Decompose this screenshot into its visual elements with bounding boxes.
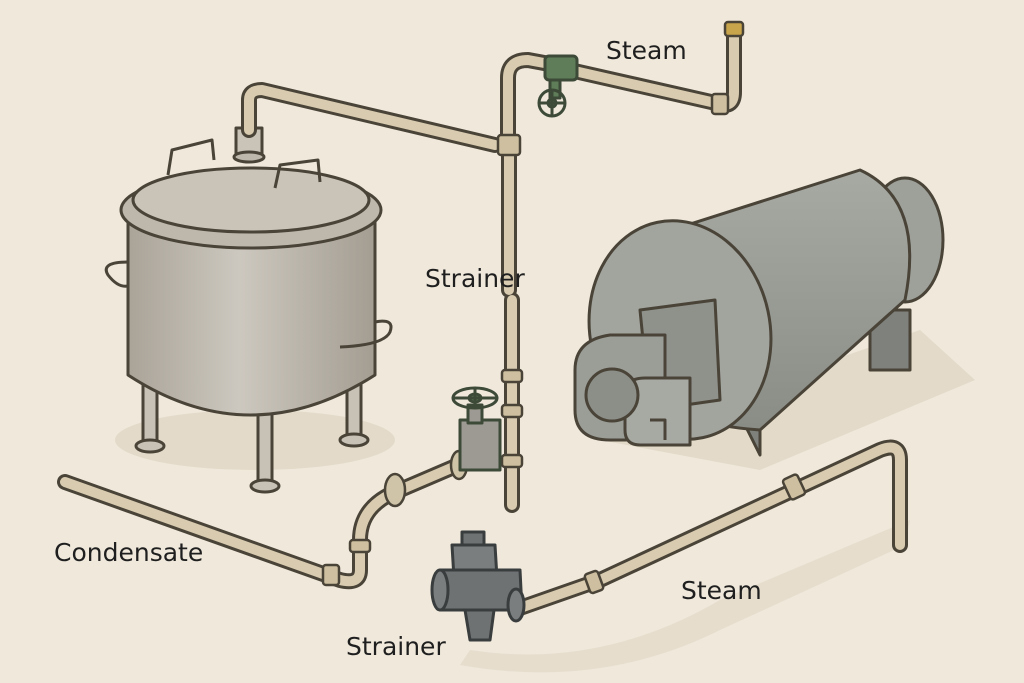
label-condensate: Condensate xyxy=(54,538,204,567)
pipe-network xyxy=(57,20,908,616)
label-steam-top: Steam xyxy=(606,36,687,65)
boiler-icon xyxy=(573,168,945,457)
kettle-tank-icon xyxy=(104,126,393,494)
label-strainer-bottom: Strainer xyxy=(346,632,446,661)
strainer-icon xyxy=(430,530,526,642)
label-steam-bottom: Steam xyxy=(681,576,762,605)
handwheel-valve-icon xyxy=(451,54,579,472)
label-strainer-middle: Strainer xyxy=(425,264,525,293)
